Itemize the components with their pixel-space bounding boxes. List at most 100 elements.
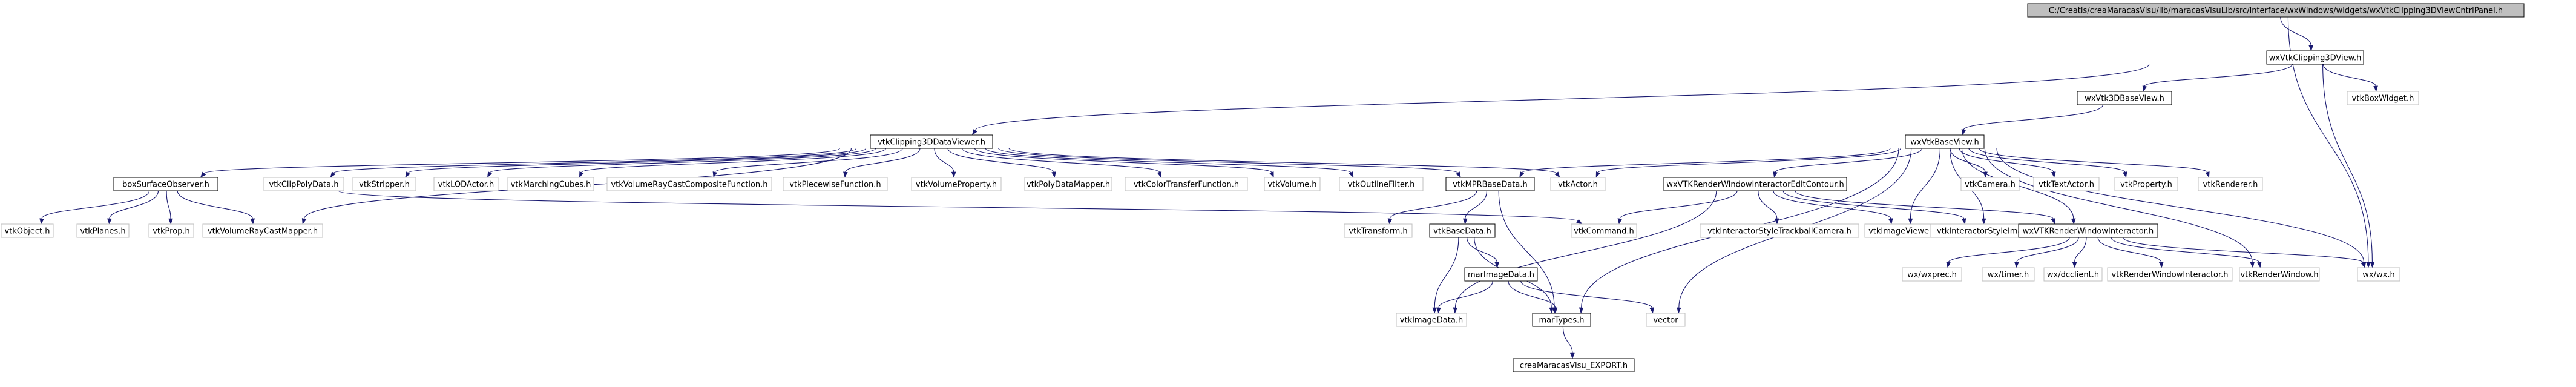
node-vtk-clipping3-ddata-viewer[interactable]: vtkClipping3DDataViewer.h <box>870 134 993 149</box>
node-label: vtkRenderWindow.h <box>2240 271 2318 280</box>
edge-vtk-clipping3-ddata-viewer-to-vtk-volume-ray-cast-composite-function <box>714 148 903 173</box>
edge-arrowhead <box>1552 307 1558 314</box>
edge-arrowhead <box>1773 171 1778 178</box>
edge-mar-types-to-crea-maracas-visu-export <box>1562 326 1573 354</box>
node-vtk-lodactor: vtkLODActor.h <box>433 177 499 191</box>
node-box <box>352 177 416 191</box>
node-label: vtkMarchingCubes.h <box>511 180 591 190</box>
node-label: vtkClipping3DDataViewer.h <box>878 138 985 147</box>
edge-vtk-mprbase-data-to-vtk-base-data <box>1465 190 1488 219</box>
edge-mar-image-data-to-vtk-image-data <box>1438 280 1493 308</box>
node-box <box>1646 313 1686 327</box>
edge-arrowhead <box>301 218 307 225</box>
node-box <box>1024 177 1112 191</box>
node-label: boxSurfaceObserver.h <box>122 180 209 190</box>
edge-arrowhead <box>1432 307 1438 314</box>
node-vtk-base-data[interactable]: vtkBaseData.h <box>1429 223 1496 238</box>
edge-arrowhead <box>1570 352 1575 359</box>
edge-vtk-clipping3-ddata-viewer-to-vtk-volume <box>974 148 1272 173</box>
node-label: vtkMPRBaseData.h <box>1453 180 1527 190</box>
node-label: vtkCommand.h <box>1574 227 1634 236</box>
node-vector: vector <box>1646 313 1686 327</box>
node-box <box>2027 3 2525 18</box>
node-wx-vtk-base-view[interactable]: wxVtkBaseView.h <box>1905 134 1985 149</box>
node-wx-vtk3-dbase-view[interactable]: wxVtk3DBaseView.h <box>2077 91 2172 105</box>
node-label: vtkPiecewiseFunction.h <box>789 180 881 190</box>
node-wxdcclient: wx/dcclient.h <box>2043 267 2103 282</box>
node-wx-vtk-clipping3-dview[interactable]: wxVtkClipping3DView.h <box>2266 50 2364 65</box>
node-box <box>606 177 772 191</box>
edge-arrowhead <box>2370 262 2375 268</box>
node-label: vtkActor.h <box>1558 180 1598 190</box>
node-label: vtkPlanes.h <box>80 227 125 236</box>
node-box <box>1125 177 1248 191</box>
node-vtk-interactor-style-trackball-camera: vtkInteractorStyleTrackballCamera.h <box>1700 223 1859 238</box>
node-label: vtkVolumeRayCastMapper.h <box>208 227 318 236</box>
node-label: vtkVolumeProperty.h <box>916 180 997 190</box>
edge-wx-vtk-base-view-to-wx-vtkrender-window-interactor-edit-contour <box>1775 148 1922 173</box>
edge-box-surface-observer-to-vtk-object <box>41 190 150 219</box>
edge-arrowhead <box>2051 171 2056 178</box>
node-label: vtkBoxWidget.h <box>2352 94 2414 104</box>
node-root[interactable]: C:/Creatis/creaMaracasVisu/lib/maracasVi… <box>2027 3 2525 18</box>
node-label: vtkBaseData.h <box>1433 227 1491 236</box>
edge-arrowhead <box>200 171 206 178</box>
edge-vtk-clipping3-ddata-viewer-to-vtk-lodactor <box>490 148 876 173</box>
node-label: wxVtkClipping3DView.h <box>2269 54 2362 63</box>
edge-arrowhead <box>2256 262 2262 268</box>
edge-arrowhead <box>2142 85 2147 92</box>
edge-wx-vtkrender-window-interactor-edit-contour-to-vtk-image-data <box>1454 190 1717 308</box>
node-vtk-interactor-style-image: vtkInteractorStyleImage.h <box>1930 223 2047 238</box>
node-wx-vtkrender-window-interactor-edit-contour[interactable]: wxVTKRenderWindowInteractorEditContour.h <box>1663 177 1847 191</box>
edge-wx-vtkrender-window-interactor-to-wxtimer <box>2016 237 2079 263</box>
node-box <box>1339 177 1424 191</box>
edge-wx-vtk-base-view-to-vtk-property <box>1968 148 2126 173</box>
edge-wx-vtkrender-window-interactor-to-vtk-render-window-interactor <box>2097 237 2162 263</box>
node-box <box>2033 177 2100 191</box>
node-vtk-mprbase-data[interactable]: vtkMPRBaseData.h <box>1445 177 1535 191</box>
edge-arrowhead <box>1617 218 1623 225</box>
node-label: creaMaracasVisu_EXPORT.h <box>1520 362 1628 371</box>
edge-arrowhead <box>2308 45 2314 51</box>
node-label: vtkCamera.h <box>1965 180 2016 190</box>
edge-arrowhead <box>951 171 956 178</box>
edge-arrowhead <box>2158 262 2164 268</box>
edge-arrowhead <box>1649 307 1654 314</box>
edge-wx-vtk-base-view-to-vtk-camera <box>1950 148 1986 173</box>
edge-wx-vtk-base-view-to-vtk-render-window <box>1984 148 2253 263</box>
node-vtk-piecewise-function: vtkPiecewiseFunction.h <box>783 177 888 191</box>
edge-vtk-clipping3-ddata-viewer-to-vtk-stripper <box>407 148 867 173</box>
node-wx-vtkrender-window-interactor[interactable]: wxVTKRenderWindowInteractor.h <box>2018 223 2158 238</box>
edge-arrowhead <box>487 171 493 178</box>
edge-root-to-wx-vtk-clipping3-dview <box>2280 16 2312 46</box>
node-box <box>1700 223 1859 238</box>
edge-wx-vtk-base-view-to-vtk-text-actor <box>1959 148 2054 173</box>
node-label: wxVtkBaseView.h <box>1910 138 1979 147</box>
edge-wx-vtkrender-window-interactor-to-wxwxprec <box>1948 237 2070 263</box>
node-box-surface-observer[interactable]: boxSurfaceObserver.h <box>113 177 218 191</box>
node-box <box>1960 177 2020 191</box>
edge-arrowhead <box>1676 307 1681 314</box>
node-label: vtkPolyDataMapper.h <box>1027 180 1110 190</box>
node-label: vtkTransform.h <box>1349 227 1407 236</box>
edge-arrowhead <box>2051 218 2055 225</box>
node-box <box>1982 267 2035 282</box>
node-vtk-command: vtkCommand.h <box>1571 223 1637 238</box>
edge-box-surface-observer-to-vtk-command <box>338 190 1579 222</box>
node-crea-maracas-visu-export[interactable]: creaMaracasVisu_EXPORT.h <box>1513 358 1635 372</box>
node-mar-types[interactable]: marTypes.h <box>1532 313 1591 327</box>
node-vtk-color-transfer-function: vtkColorTransferFunction.h <box>1125 177 1248 191</box>
edge-box-surface-observer-to-vtk-prop <box>166 190 171 219</box>
edge-arrowhead <box>2366 262 2371 268</box>
node-label: wx/wxprec.h <box>1907 271 1957 280</box>
node-box <box>1445 177 1535 191</box>
edge-arrowhead <box>1554 171 1560 178</box>
edge-arrowhead <box>843 171 848 178</box>
edge-wx-vtkrender-window-interactor-to-wxwx <box>2123 237 2364 263</box>
edge-wx-vtkrender-window-interactor-to-vtk-render-window <box>2111 237 2260 263</box>
node-mar-image-data[interactable]: marImageData.h <box>1464 267 1538 282</box>
node-vtk-volume: vtkVolume.h <box>1264 177 1321 191</box>
edge-wx-vtk-clipping3-dview-to-wxwx <box>2322 64 2373 263</box>
edge-wx-vtk-base-view-to-vtk-renderer <box>1979 148 2208 173</box>
edge-arrowhead <box>250 218 255 225</box>
